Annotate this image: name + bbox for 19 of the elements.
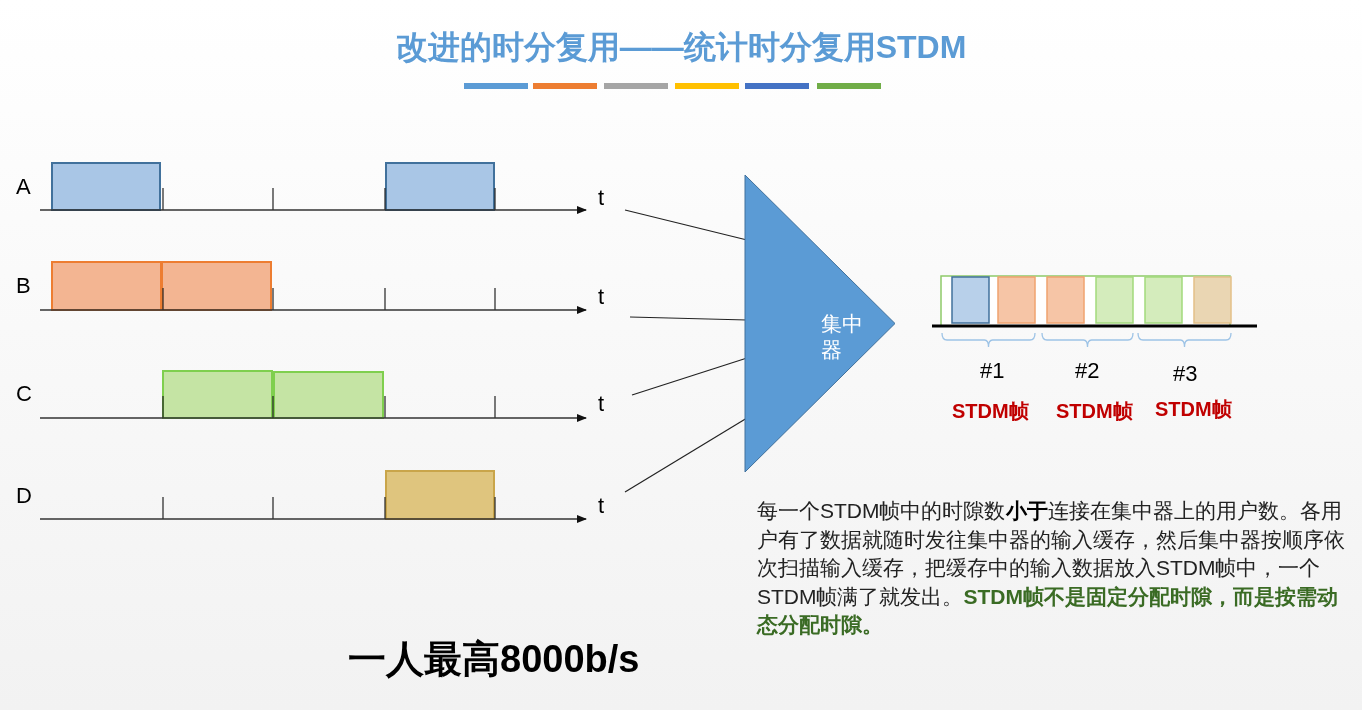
slot-number: #1 [980, 358, 1005, 384]
concentrator-triangle [745, 175, 895, 472]
description-paragraph: 每一个STDM帧中的时隙数小于连接在集中器上的用户数。各用户有了数据就随时发往集中器的输入缓存，然后集中器按顺序依次扫描输入缓存，把缓存中的输入数据放入STDM帧中，一个STDM帧满了就发出。STDM帧不是固定分配时隙，而是按需动态分配时隙。 [757, 498, 1346, 638]
slot-number: #3 [1173, 361, 1198, 387]
time-axis-label: t [598, 391, 605, 417]
frame-label: STDM帧 [1056, 399, 1133, 424]
slot-number: #2 [1075, 358, 1100, 384]
row-label: B [16, 273, 31, 299]
row-label: C [16, 381, 32, 407]
frame-label: STDM帧 [952, 399, 1029, 424]
row-label: A [16, 174, 31, 200]
time-axis-label: t [598, 284, 605, 310]
concentrator-label: 集中器 [821, 311, 864, 363]
time-axis-label: t [598, 185, 605, 211]
row-label: D [16, 483, 32, 509]
rate-caption: 一人最高8000b/s [348, 637, 640, 682]
title: 改进的时分复用——统计时分复用STDM [394, 28, 968, 67]
frame-label: STDM帧 [1155, 397, 1232, 422]
time-axis-label: t [598, 493, 605, 519]
